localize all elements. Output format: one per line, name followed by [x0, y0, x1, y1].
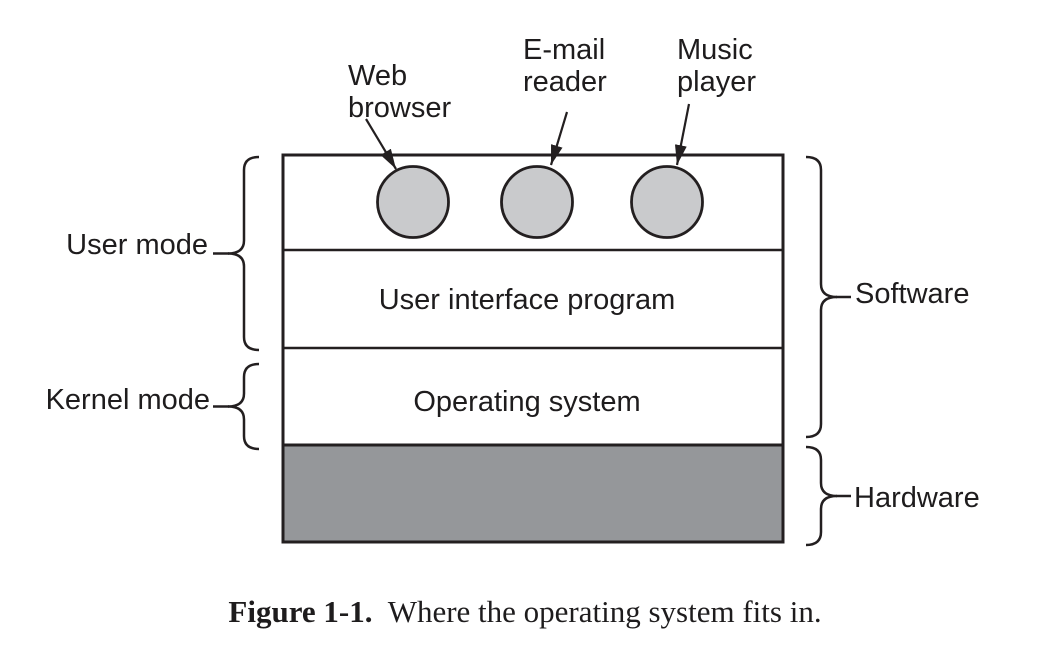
email-reader-label-line1: E-mail [523, 34, 605, 66]
user-mode-label: User mode [66, 229, 208, 261]
hardware-layer [281, 443, 785, 544]
user-interface-program-label: User interface program [379, 284, 676, 316]
figure-caption-title: Where the operating system fits in. [388, 594, 822, 629]
figure-caption: Figure 1-1. Where the operating system f… [228, 594, 821, 629]
hardware-brace-icon [805, 445, 851, 547]
hardware-label: Hardware [854, 482, 980, 514]
music-player-label-line2: player [677, 66, 756, 98]
user-mode-brace-icon [213, 155, 260, 352]
software-brace-icon [805, 155, 851, 439]
software-label: Software [855, 278, 969, 310]
web-browser-arrow-icon [365, 118, 397, 170]
email-reader-circle [500, 165, 574, 239]
figure-caption-number: Figure 1-1. [228, 594, 372, 629]
music-player-label-line1: Music [677, 34, 753, 66]
web-browser-label-line2: browser [348, 92, 451, 124]
kernel-mode-brace-icon [213, 362, 260, 451]
email-reader-arrow-icon [549, 111, 569, 166]
music-player-circle [630, 165, 704, 239]
operating-system-label: Operating system [413, 386, 640, 418]
kernel-mode-label: Kernel mode [46, 384, 210, 416]
email-reader-label-line2: reader [523, 66, 607, 98]
music-player-arrow-icon [674, 103, 691, 166]
web-browser-circle [376, 165, 450, 239]
web-browser-label-line1: Web [348, 60, 407, 92]
